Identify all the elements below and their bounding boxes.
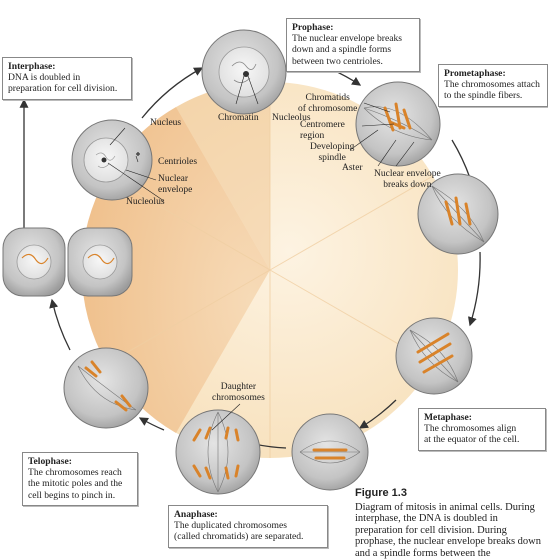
anaphase-line-2: (called chromatids) are separated. <box>174 531 304 543</box>
sector-lines <box>106 82 434 458</box>
developing-spindle-line-2: spindle <box>318 152 346 163</box>
interphase-line-1: DNA is doubled in <box>8 72 81 84</box>
nuclear-envelope-breaks-line-1: Nuclear envelope <box>374 169 441 179</box>
metaphase-title: Metaphase: <box>424 412 472 423</box>
developing-spindle-line-1: Developing <box>310 142 355 152</box>
nucleolus-label-prophase: Nucleolus <box>272 113 311 123</box>
anaphase-line-1: The duplicated chromosomes <box>174 520 287 532</box>
nuclear-envelope-breaks-label: Nuclear envelope breaks down <box>374 169 441 190</box>
prometaphase-line-2: to the spindle fibers. <box>444 90 523 102</box>
interphase-cell <box>71 119 153 201</box>
daughter-chromosomes-line-1: Daughter <box>220 382 257 392</box>
centromere-line-2: region <box>300 130 325 141</box>
interphase-box: Interphase: DNA is doubled in preparatio… <box>2 57 132 100</box>
centromere-line-1: Centromere <box>300 120 345 130</box>
nuclear-envelope-breaks-line-2: breaks down <box>383 179 432 190</box>
figure-caption: Figure 1.3 Diagram of mitosis in animal … <box>355 487 545 560</box>
anaphase-cell <box>175 409 261 495</box>
telophase-line-2: the mitotic poles and the <box>28 478 123 490</box>
figure-caption-text: Diagram of mitosis in animal cells. Duri… <box>355 501 542 559</box>
telophase-line-1: The chromosomes reach <box>28 467 122 479</box>
telophase-title: Telophase: <box>28 456 72 467</box>
prometaphase-cell <box>355 81 441 167</box>
prophase-line-1: The nuclear envelope breaks <box>292 33 403 45</box>
nucleus-label: Nucleus <box>150 118 182 128</box>
prophase-box: Prophase: The nuclear envelope breaks do… <box>286 18 420 72</box>
prophase-title: Prophase: <box>292 22 334 33</box>
interphase-wedge-top <box>176 81 270 270</box>
aster-label: Aster <box>342 163 363 173</box>
prophase-line-2: down and a spindle forms <box>292 44 392 56</box>
daughter-chromosomes-line-2: chromosomes <box>212 392 265 403</box>
prometaphase-box: Prometaphase: The chromosomes attach to … <box>438 64 548 107</box>
nucleolus-label-interphase: Nucleolus <box>126 197 165 207</box>
metaphase-line-2: at the equator of the cell. <box>424 434 520 446</box>
telophase-cell <box>63 347 149 429</box>
centromere-label: Centromere region <box>300 120 345 141</box>
metaphase-box: Metaphase: The chromosomes align at the … <box>418 408 546 451</box>
metaphase-cell <box>395 317 473 395</box>
prophase-cell <box>201 29 287 115</box>
nuclear-envelope-line-2: envelope <box>158 184 193 195</box>
prometaphase-title: Prometaphase: <box>444 68 506 79</box>
daughter-cells <box>2 227 133 297</box>
chromatids-line-1: Chromatids <box>305 93 350 103</box>
prometaphase-line-1: The chromosomes attach <box>444 79 540 91</box>
chromatids-line-2: of chromosome <box>298 103 358 114</box>
daughter-chromosomes-label: Daughter chromosomes <box>212 382 265 403</box>
prophase-line-3: between two centrioles. <box>292 55 383 67</box>
developing-spindle-label: Developing spindle <box>310 142 354 163</box>
anaphase-title: Anaphase: <box>174 509 218 520</box>
interphase-line-2: preparation for cell division. <box>8 83 118 95</box>
anaphase-early-cell <box>291 413 369 491</box>
chromatids-label: Chromatids of chromosome <box>298 93 357 114</box>
nuclear-envelope-label: Nuclear envelope <box>158 174 192 195</box>
anaphase-box: Anaphase: The duplicated chromosomes (ca… <box>168 505 328 548</box>
interphase-title: Interphase: <box>8 61 56 72</box>
nuclear-envelope-line-1: Nuclear <box>158 174 189 184</box>
telophase-line-3: cell begins to pinch in. <box>28 489 116 501</box>
chromatin-label: Chromatin <box>218 113 259 123</box>
telophase-box: Telophase: The chromosomes reach the mit… <box>22 452 138 506</box>
prometaphase-late-cell <box>417 173 499 255</box>
leader-lines <box>107 75 415 431</box>
centrioles-label: Centrioles <box>158 157 198 167</box>
metaphase-line-1: The chromosomes align <box>424 423 517 435</box>
figure-title: Figure 1.3 <box>355 487 407 499</box>
